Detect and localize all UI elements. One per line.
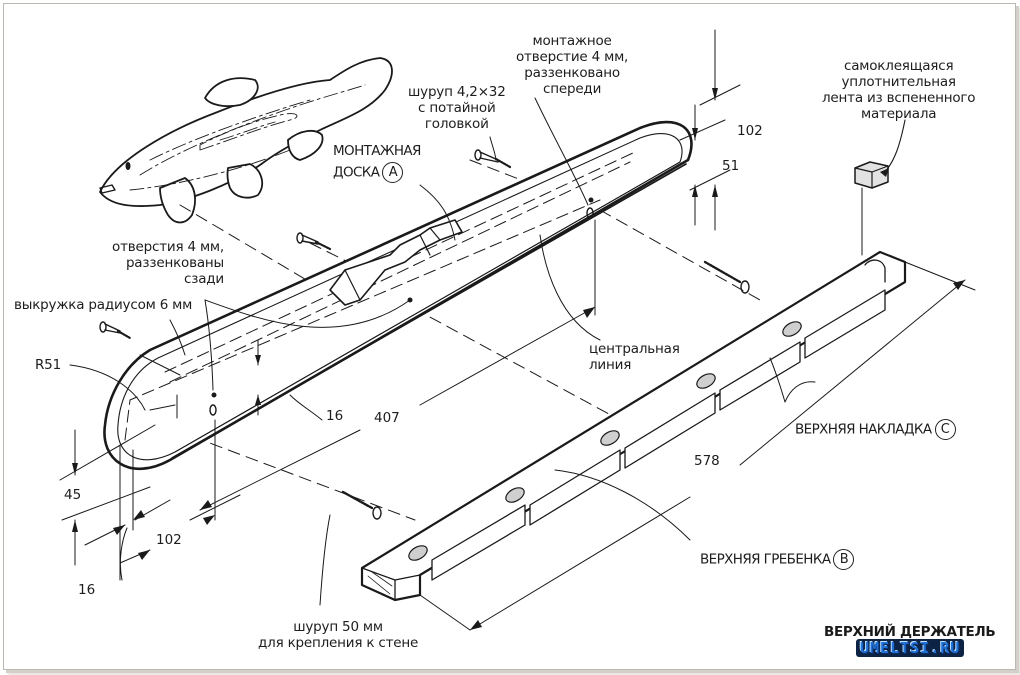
screw-countersunk-mid — [296, 232, 332, 251]
holes-back-line-1: отверстия 4 мм, — [112, 239, 224, 255]
screw-small-line-1: шуруп 4,2×32 — [408, 84, 506, 100]
part-b-letter-badge: B — [833, 549, 855, 570]
center-line-line-2: линия — [589, 357, 632, 373]
screw-small-line-2: с потайной — [418, 100, 496, 116]
mount-hole-line-1: монтажное — [532, 33, 612, 49]
mount-hole-callout: монтажное отверстие 4 мм, раззенковано с… — [516, 33, 628, 97]
foam-tape-line-4: материала — [860, 106, 937, 122]
screw-countersunk-top — [474, 149, 512, 169]
part-a-letter-badge: A — [382, 162, 404, 183]
mount-hole-line-2: отверстие 4 мм, — [516, 49, 629, 65]
center-line-line-1: центральная — [589, 341, 680, 357]
dim-comb-length: 578 — [694, 453, 720, 469]
foam-pads — [408, 321, 802, 561]
screw-small-callout: шуруп 4,2×32 с потайной головкой — [408, 84, 506, 132]
cove-callout: выкружка радиусом 6 мм — [14, 297, 193, 313]
watermark-logo: UMELTSI.RU — [856, 639, 965, 657]
foam-tape-line-3: лента из вспененного — [822, 90, 976, 106]
foam-tape-line-2: уплотнительная — [841, 74, 957, 90]
screw-small-line-3: головкой — [424, 116, 489, 132]
part-c-name: ВЕРХНЯЯ НАКЛАДКА — [795, 421, 932, 438]
screw-wall-line-1: шуруп 50 мм — [293, 619, 383, 635]
mount-hole-line-3: раззенковано — [524, 65, 620, 81]
top-comb — [360, 250, 907, 602]
screw-wall-line-2: для крепления к стене — [258, 635, 419, 651]
radius-callout: R51 — [35, 357, 61, 373]
mount-hole-line-4: спереди — [543, 81, 602, 97]
callout-leaders — [69, 97, 816, 606]
dim-board-length: 407 — [374, 410, 400, 426]
drawing-title: ВЕРХНИЙ ДЕРЖАТЕЛЬ — [824, 624, 996, 640]
part-a-name-line-2: ДОСКА — [333, 164, 380, 181]
part-c-letter-badge: C — [934, 419, 956, 440]
foam-tape-line-1: самоклеящаяся — [843, 58, 954, 74]
dim-end-hole: 16 — [78, 582, 96, 598]
dim-half-width: 51 — [722, 158, 740, 174]
screw-wall-right — [703, 260, 750, 294]
holes-back-line-3: сзади — [184, 271, 224, 287]
dim-end-offset: 102 — [156, 532, 182, 548]
holes-back-callout: отверстия 4 мм, раззенкованы сзади — [104, 239, 224, 287]
foam-tape-callout: самоклеящаяся уплотнительная лента из вс… — [822, 58, 976, 122]
drawing-title-block: ВЕРХНИЙ ДЕРЖАТЕЛЬ — [824, 624, 996, 640]
foam-tape-block — [854, 119, 906, 256]
part-b-name: ВЕРХНЯЯ ГРЕБЕНКА — [700, 551, 831, 568]
part-a-name-line-1: МОНТАЖНАЯ — [333, 143, 421, 159]
mounting-board — [103, 120, 693, 471]
fish-carving — [99, 57, 393, 224]
screw-icons — [99, 149, 750, 520]
holes-back-line-2: раззенкованы — [125, 255, 224, 271]
dim-thickness: 45 — [64, 487, 82, 503]
center-line-callout: центральная линия — [589, 341, 680, 373]
dim-width-top: 102 — [737, 123, 763, 139]
screw-wall-bottom — [341, 490, 382, 520]
dimension-arrows — [72, 88, 965, 630]
screw-wall-callout: шуруп 50 мм для крепления к стене — [258, 619, 418, 651]
screw-countersunk-left — [99, 321, 132, 340]
dim-hole-offset: 16 — [326, 408, 344, 424]
